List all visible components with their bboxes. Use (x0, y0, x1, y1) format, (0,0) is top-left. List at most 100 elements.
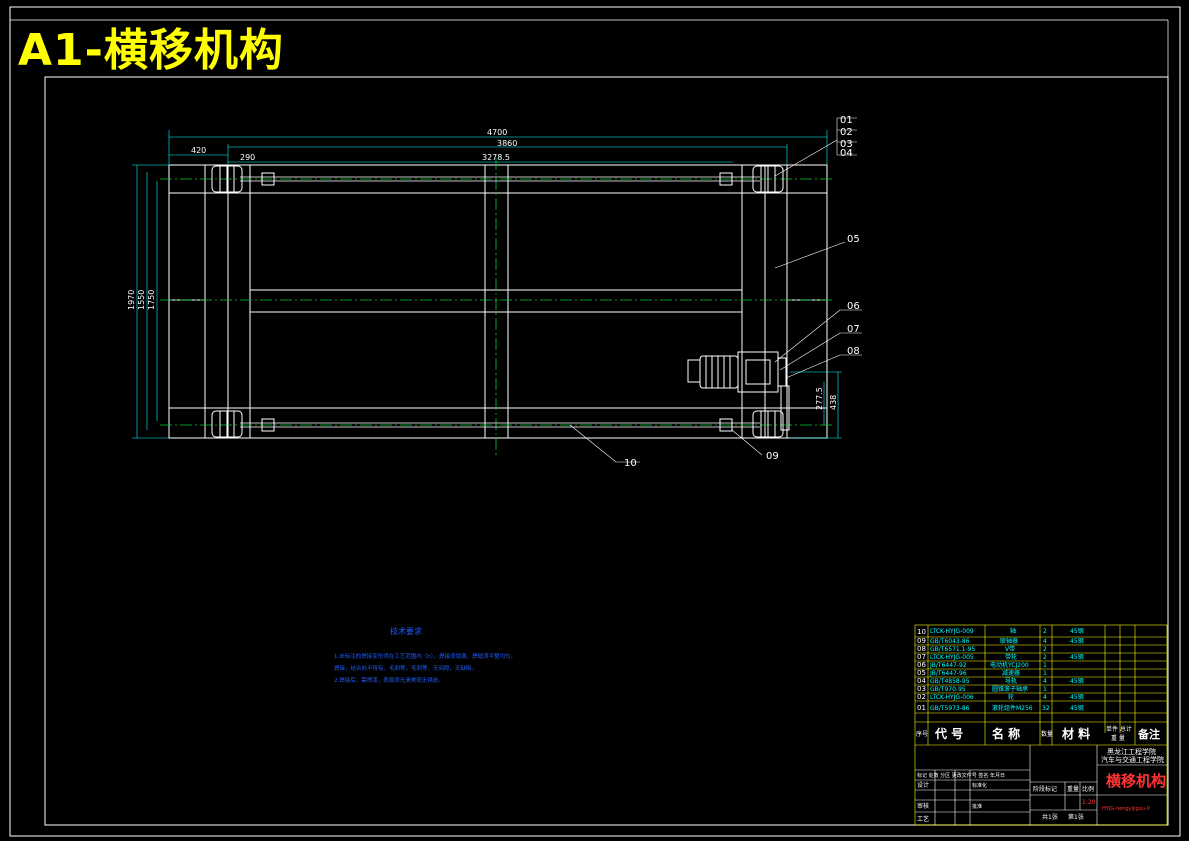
title-block: 黑龙江工程学院 汽车与交通工程学院 横移机构 HYJG-hengyijigou-… (917, 747, 1166, 823)
part-label-10: 10 (624, 458, 637, 469)
bom-no-10: 10 (917, 628, 926, 636)
bom-mat-10: 45钢 (1070, 627, 1084, 635)
bom-code-05: JB/T6447-96 (929, 670, 967, 677)
wheel-top-left (211, 165, 243, 193)
dimension-lines (132, 130, 842, 439)
bom-header-no: 序号 (916, 730, 928, 738)
bom-no-02: 02 (917, 693, 926, 701)
part-label-09: 09 (766, 451, 779, 462)
process-label: 工艺 (917, 815, 929, 823)
frame-assembly (168, 164, 828, 439)
bom-no-04: 04 (917, 677, 926, 685)
bom-name-01: 滚轮组件M256 (992, 704, 1033, 712)
title-block-grid (915, 745, 1167, 825)
bom-qty-01: 32 (1042, 705, 1050, 712)
dim-left-offset: 420 (191, 146, 206, 155)
part-label-05: 05 (847, 234, 860, 245)
part-label-01: 01 (840, 115, 853, 126)
bom-qty-02: 4 (1043, 694, 1047, 701)
tech-requirements-title: 技术要求 (390, 627, 422, 636)
bom-name-06: 电动机YCJ200 (990, 661, 1029, 669)
bom-qty-03: 1 (1043, 686, 1047, 693)
bom-code-04: GB/T4858-95 (930, 678, 970, 685)
bom-header-code: 代 号 (934, 726, 963, 741)
bom-name-09: 联轴器 (1000, 637, 1018, 645)
part-label-02: 02 (840, 127, 853, 138)
bom-name-05: 减速器 (1002, 669, 1020, 677)
part-label-04: 04 (840, 148, 853, 159)
sheet-number: 第1张 (1068, 813, 1084, 821)
bom-qty-04: 4 (1043, 678, 1047, 685)
scale-value: 1:20 (1082, 799, 1096, 806)
dim-overall-length: 4700 (487, 128, 507, 137)
sheets-total: 共1张 (1042, 813, 1058, 821)
bom-header-note: 备注 (1137, 727, 1160, 741)
bom-qty-06: 1 (1043, 662, 1047, 669)
leader-lines (569, 117, 862, 463)
bom-mat-02: 45钢 (1070, 693, 1084, 701)
bom-mat-04: 45钢 (1070, 677, 1084, 685)
bom-name-02: 轮 (1008, 693, 1014, 701)
part-label-08: 08 (847, 346, 860, 357)
drawing-title: A1-横移机构 (18, 25, 284, 76)
bom-mat-09: 45钢 (1070, 637, 1084, 645)
bom-code-02: LTCK-HYJG-006 (930, 694, 974, 701)
bom-no-07: 07 (917, 653, 926, 661)
school-line-2: 汽车与交通工程学院 (1101, 755, 1164, 764)
bom-name-07: 带轮 (1005, 653, 1017, 661)
inner-border (44, 76, 1169, 826)
couplings (261, 172, 733, 432)
dim-inner-height: 1550 (137, 290, 146, 310)
part-label-03: 03 (840, 139, 853, 150)
tech-requirement-line: 2.焊接后，需喷漆，表面须光滑美观无锈迹。 (334, 678, 444, 684)
part-label-07: 07 (847, 324, 860, 335)
bom-name-10: 轴 (1010, 627, 1016, 635)
bom-name-04: 导轨 (1005, 677, 1017, 685)
centre-lines (160, 158, 835, 456)
bom-header-name: 名 称 (992, 726, 1020, 741)
bom-table-grid (914, 624, 1168, 826)
dim-motor-height: 438 (829, 395, 838, 410)
outer-border (9, 6, 1181, 837)
wheel-bottom-right (752, 410, 784, 438)
check-label: 审核 (917, 802, 929, 810)
dim-motor-offset: 277.5 (815, 387, 824, 410)
bom-code-09: GB/T6043-86 (930, 638, 970, 645)
bom-qty-05: 1 (1043, 670, 1047, 677)
bom-no-03: 03 (917, 685, 926, 693)
bom-header-qty: 数量 (1041, 730, 1053, 738)
bom-code-06: JB/T6447-92 (929, 662, 967, 669)
bom-no-01: 01 (917, 704, 926, 712)
bom-name-08: V带 (1005, 645, 1015, 653)
bom-no-08: 08 (917, 645, 926, 653)
dim-overall-height: 1970 (127, 290, 136, 310)
drawing-code: HYJG-hengyijigou-0 (1102, 806, 1150, 812)
bom-name-03: 圆锥滚子轴承 (992, 685, 1028, 693)
bom-code-01: GB/T5973-86 (930, 705, 970, 712)
part-label-06: 06 (847, 301, 860, 312)
bom-no-05: 05 (917, 669, 926, 677)
wheel-top-right (752, 165, 784, 193)
dim-inner-offset: 290 (240, 153, 255, 162)
tech-requirement-line: 1.未标注的焊接变形须在工艺范围内（h），焊接须饱满，焊缝须平整均匀， (334, 654, 516, 660)
shafts (240, 176, 760, 428)
bom-qty-09: 4 (1043, 638, 1047, 645)
wheel-bottom-left (211, 410, 243, 438)
bom-qty-10: 2 (1043, 628, 1047, 635)
bom-code-03: GB/T970-95 (930, 686, 966, 693)
stage-label: 阶段标记 (1033, 785, 1057, 793)
motor-reducer (687, 351, 790, 431)
weight-label: 重量 (1067, 785, 1079, 793)
std-label: 标准化 (972, 782, 987, 789)
scale-label: 比例 (1082, 785, 1094, 793)
bom-code-10: LTCK-HYJG-009 (930, 628, 974, 635)
bom-no-09: 09 (917, 637, 926, 645)
bom-header-weight: 重 量 (1111, 734, 1125, 742)
school-line-1: 黑龙江工程学院 (1107, 747, 1156, 756)
bom-code-08: GB/T6571.1-95 (930, 646, 975, 653)
bom-rows: 10 LTCK-HYJG-009 轴 2 45钢 09 GB/T6043-86 … (917, 627, 1084, 712)
bom-mat-07: 45钢 (1070, 653, 1084, 661)
bom-header: 序号 代 号 名 称 数量 材 料 单件 总计 重 量 备注 (916, 725, 1160, 742)
bom-header-mat: 材 料 (1061, 726, 1090, 741)
